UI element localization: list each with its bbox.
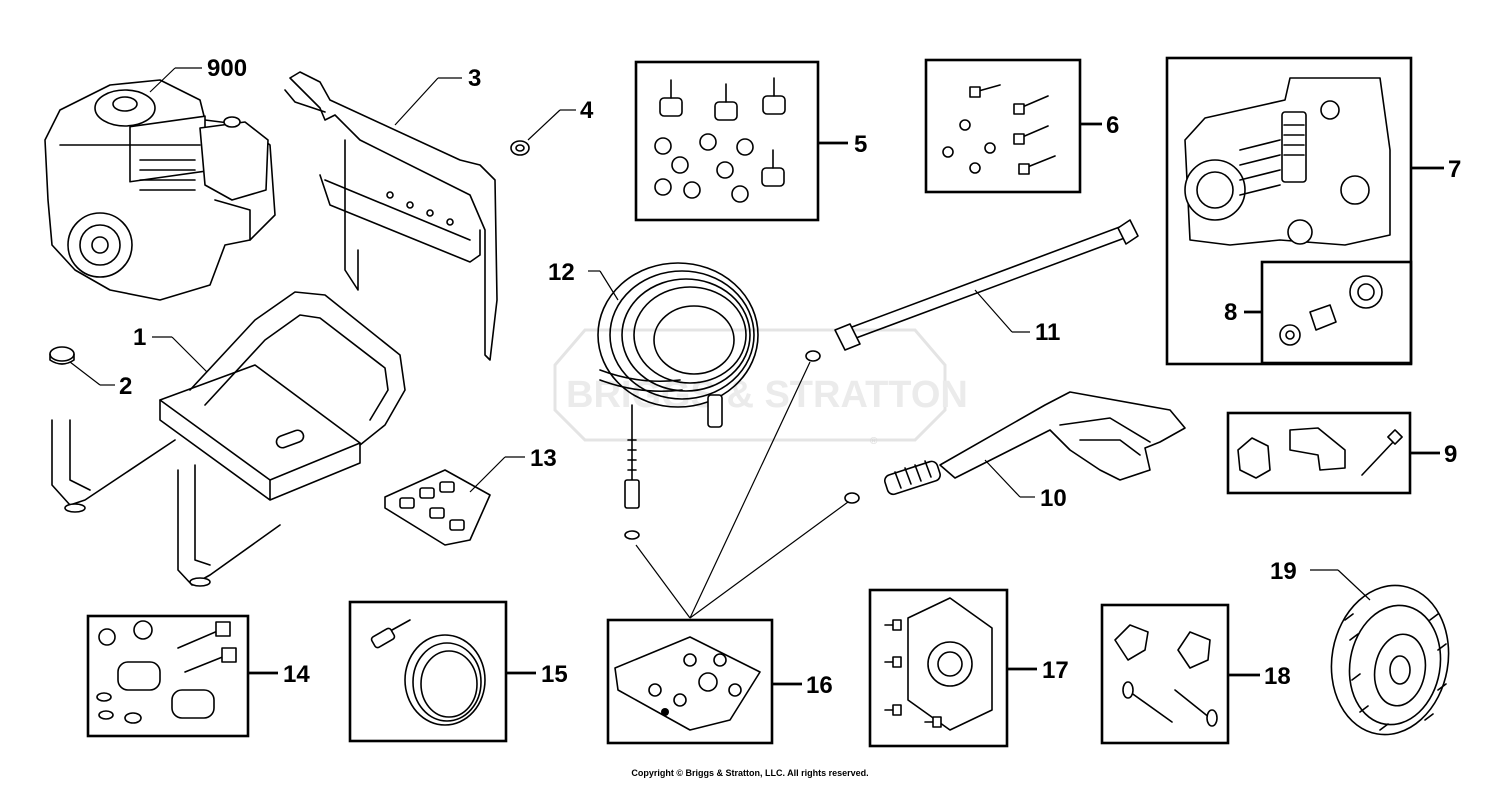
callout-10: 10 [1040,485,1067,512]
callout-6: 6 [1106,112,1119,139]
callout-8: 8 [1224,299,1237,326]
callout-1: 1 [133,324,146,351]
clamp-part-9 [1237,427,1403,479]
oring-box-part-16[interactable] [606,618,774,745]
callout-12: 12 [548,259,575,286]
callout-4: 4 [580,97,594,124]
callout-5: 5 [854,131,867,158]
kit-box-part-5[interactable] [634,60,820,222]
callout-900: 900 [207,55,247,82]
spray-gun-part-10[interactable] [844,391,1186,504]
copyright-notice: Copyright © Briggs & Stratton, LLC. All … [631,768,869,778]
knob-kit-part-18 [1114,624,1218,727]
plate-part-17 [884,597,993,731]
callout-13: 13 [530,445,557,472]
isolator-kit-part-5 [654,77,786,203]
oring-leader-lines [635,361,849,619]
watermark-registered-mark: ® [870,436,878,447]
callout-15: 15 [541,661,568,688]
callout-11: 11 [1035,319,1060,346]
wheel-part-19[interactable] [1320,576,1460,744]
mount-box-part-14[interactable] [86,614,250,738]
wand-part-11[interactable] [805,219,1139,362]
handle-part-3[interactable] [284,71,498,361]
callout-7: 7 [1448,156,1461,183]
callout-16: 16 [806,672,833,699]
nozzle-pack-part-13[interactable] [384,469,491,546]
callout-19: 19 [1270,558,1297,585]
bolt-kit-part-6 [942,84,1056,175]
callout-9: 9 [1444,441,1457,468]
fitting-box-part-8[interactable] [1260,260,1413,365]
callout-3: 3 [468,65,481,92]
kit-box-part-6[interactable] [924,58,1082,194]
cleaning-box-part-15[interactable] [348,600,508,743]
hose-part-12[interactable] [597,262,759,540]
pump-part-7 [1184,77,1391,246]
callout-2: 2 [119,373,132,400]
fitting-part-8 [1279,275,1383,346]
callout-14: 14 [283,661,310,688]
callout-17: 17 [1042,657,1069,684]
oring-kit-part-16 [614,636,761,731]
brand-watermark: BRIGGS & STRATTON ® [553,328,968,447]
watermark-text: BRIGGS & STRATTON [566,374,968,416]
cap-part-2[interactable] [49,346,75,365]
engine-part-900[interactable] [44,79,276,301]
grommet-part-4[interactable] [510,140,530,156]
frame-part-1[interactable] [51,291,406,587]
mount-hardware-part-14 [96,620,237,724]
cleaning-kit-part-15 [370,619,486,726]
callout-18: 18 [1264,663,1291,690]
